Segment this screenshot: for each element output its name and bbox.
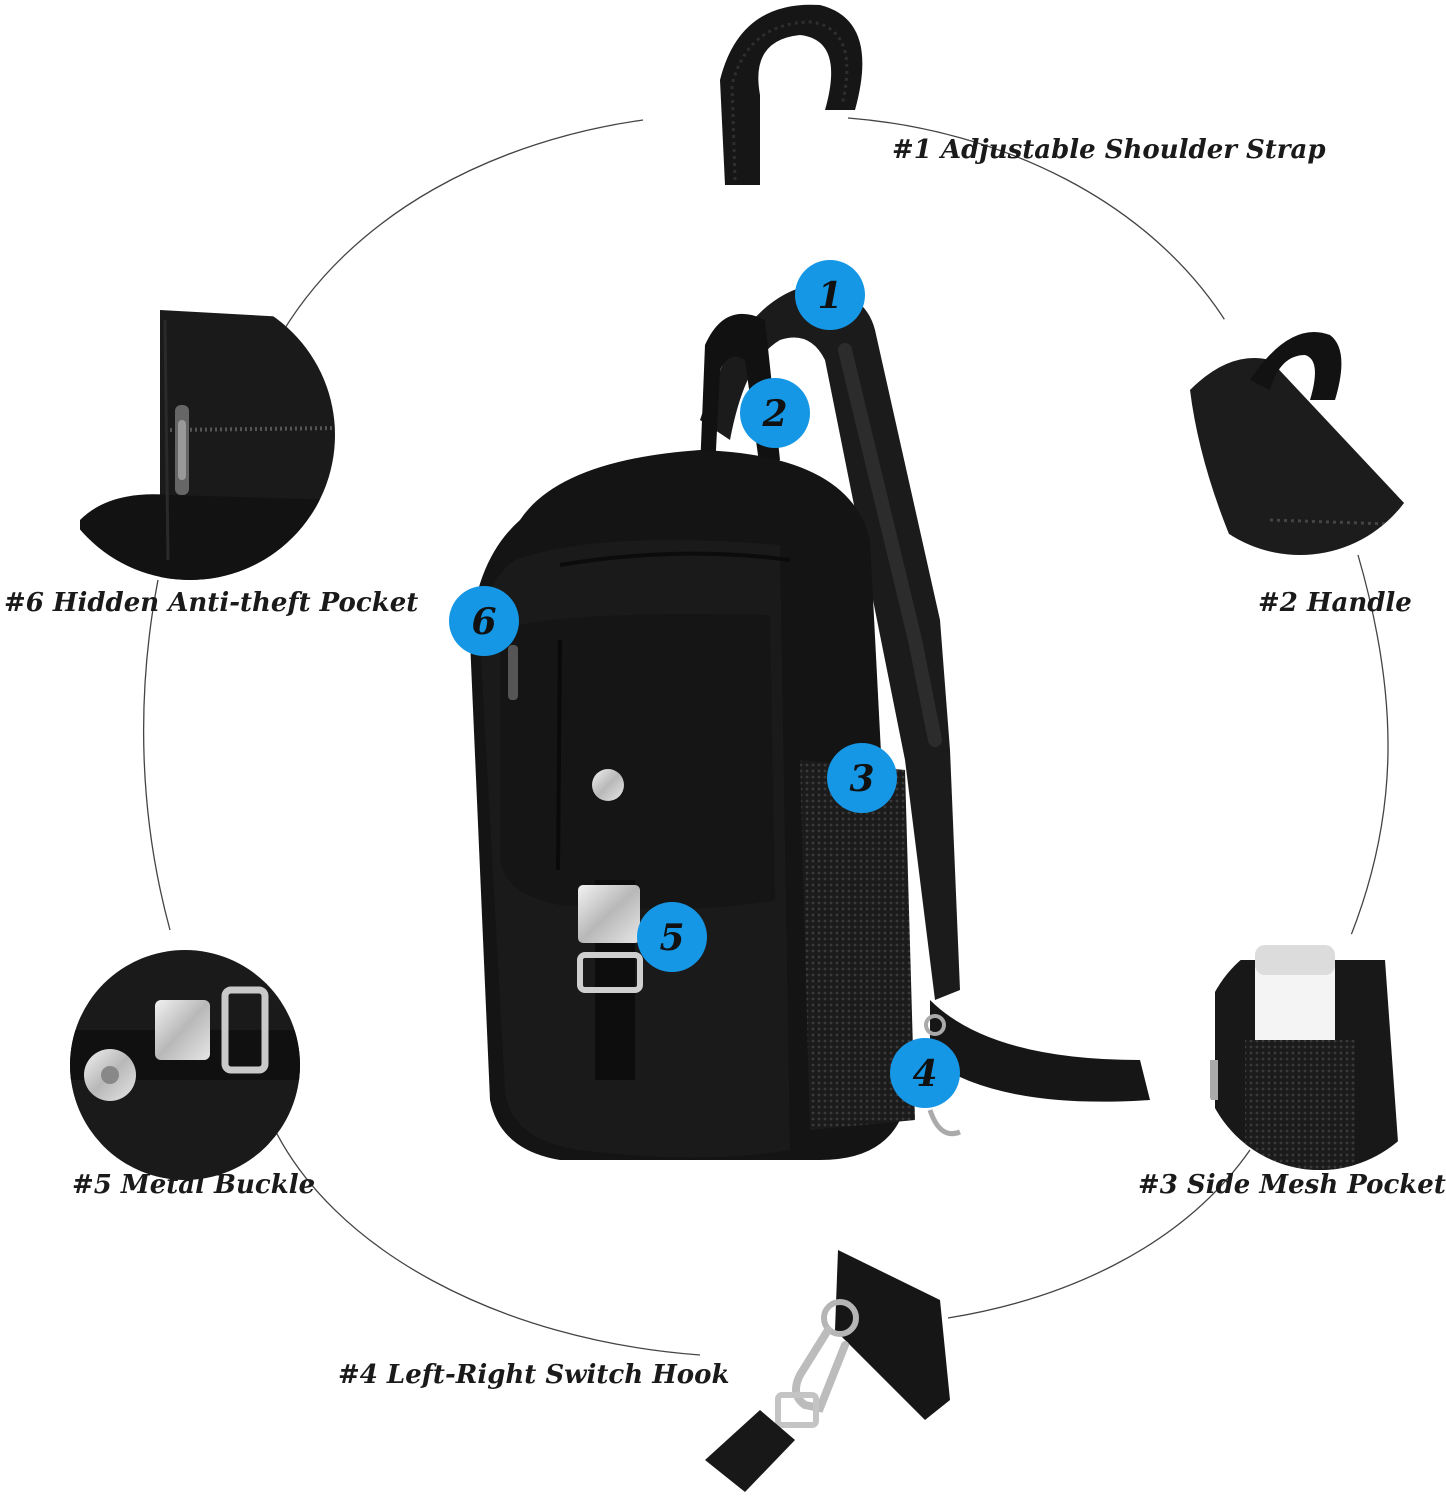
feature-label-switch-hook: #4 Left-Right Switch Hook xyxy=(338,1360,730,1390)
marker-5: 5 xyxy=(637,902,707,972)
feature-label-hidden-anti-theft-pocket: #6 Hidden Anti-theft Pocket xyxy=(4,588,419,618)
connector-lines xyxy=(142,117,1389,1356)
feature-label-handle: #2 Handle xyxy=(1258,588,1412,618)
marker-1-circle xyxy=(795,260,865,330)
marker-6-number: 6 xyxy=(471,601,496,643)
marker-1: 1 xyxy=(795,260,865,330)
metal-buckle-detail xyxy=(70,950,300,1180)
feature-label-side-mesh-pocket: #3 Side Mesh Pocket xyxy=(1138,1170,1446,1200)
marker-1-number: 1 xyxy=(817,275,842,317)
shoulder-strap-detail xyxy=(720,4,863,186)
marker-2: 2 xyxy=(740,378,810,448)
marker-4: 4 xyxy=(890,1038,960,1108)
feature-label-metal-buckle: #5 Metal Buckle xyxy=(72,1170,316,1200)
switch-hook-detail xyxy=(705,1250,950,1492)
marker-6-circle xyxy=(449,586,519,656)
side-mesh-pocket-detail xyxy=(1200,930,1440,1170)
handle-detail xyxy=(1170,295,1430,555)
sling-bag-main xyxy=(470,285,1150,1160)
feature-label-adjustable-shoulder-strap: #1 Adjustable Shoulder Strap xyxy=(892,135,1326,165)
marker-3-circle xyxy=(827,743,897,813)
marker-2-number: 2 xyxy=(761,393,787,435)
marker-3: 3 xyxy=(827,743,897,813)
marker-4-circle xyxy=(890,1038,960,1108)
marker-4-number: 4 xyxy=(912,1053,937,1095)
marker-5-number: 5 xyxy=(659,917,684,959)
marker-2-circle xyxy=(740,378,810,448)
marker-5-circle xyxy=(637,902,707,972)
marker-6: 6 xyxy=(449,586,519,656)
anti-theft-pocket-detail xyxy=(45,290,335,580)
marker-3-number: 3 xyxy=(849,758,874,800)
